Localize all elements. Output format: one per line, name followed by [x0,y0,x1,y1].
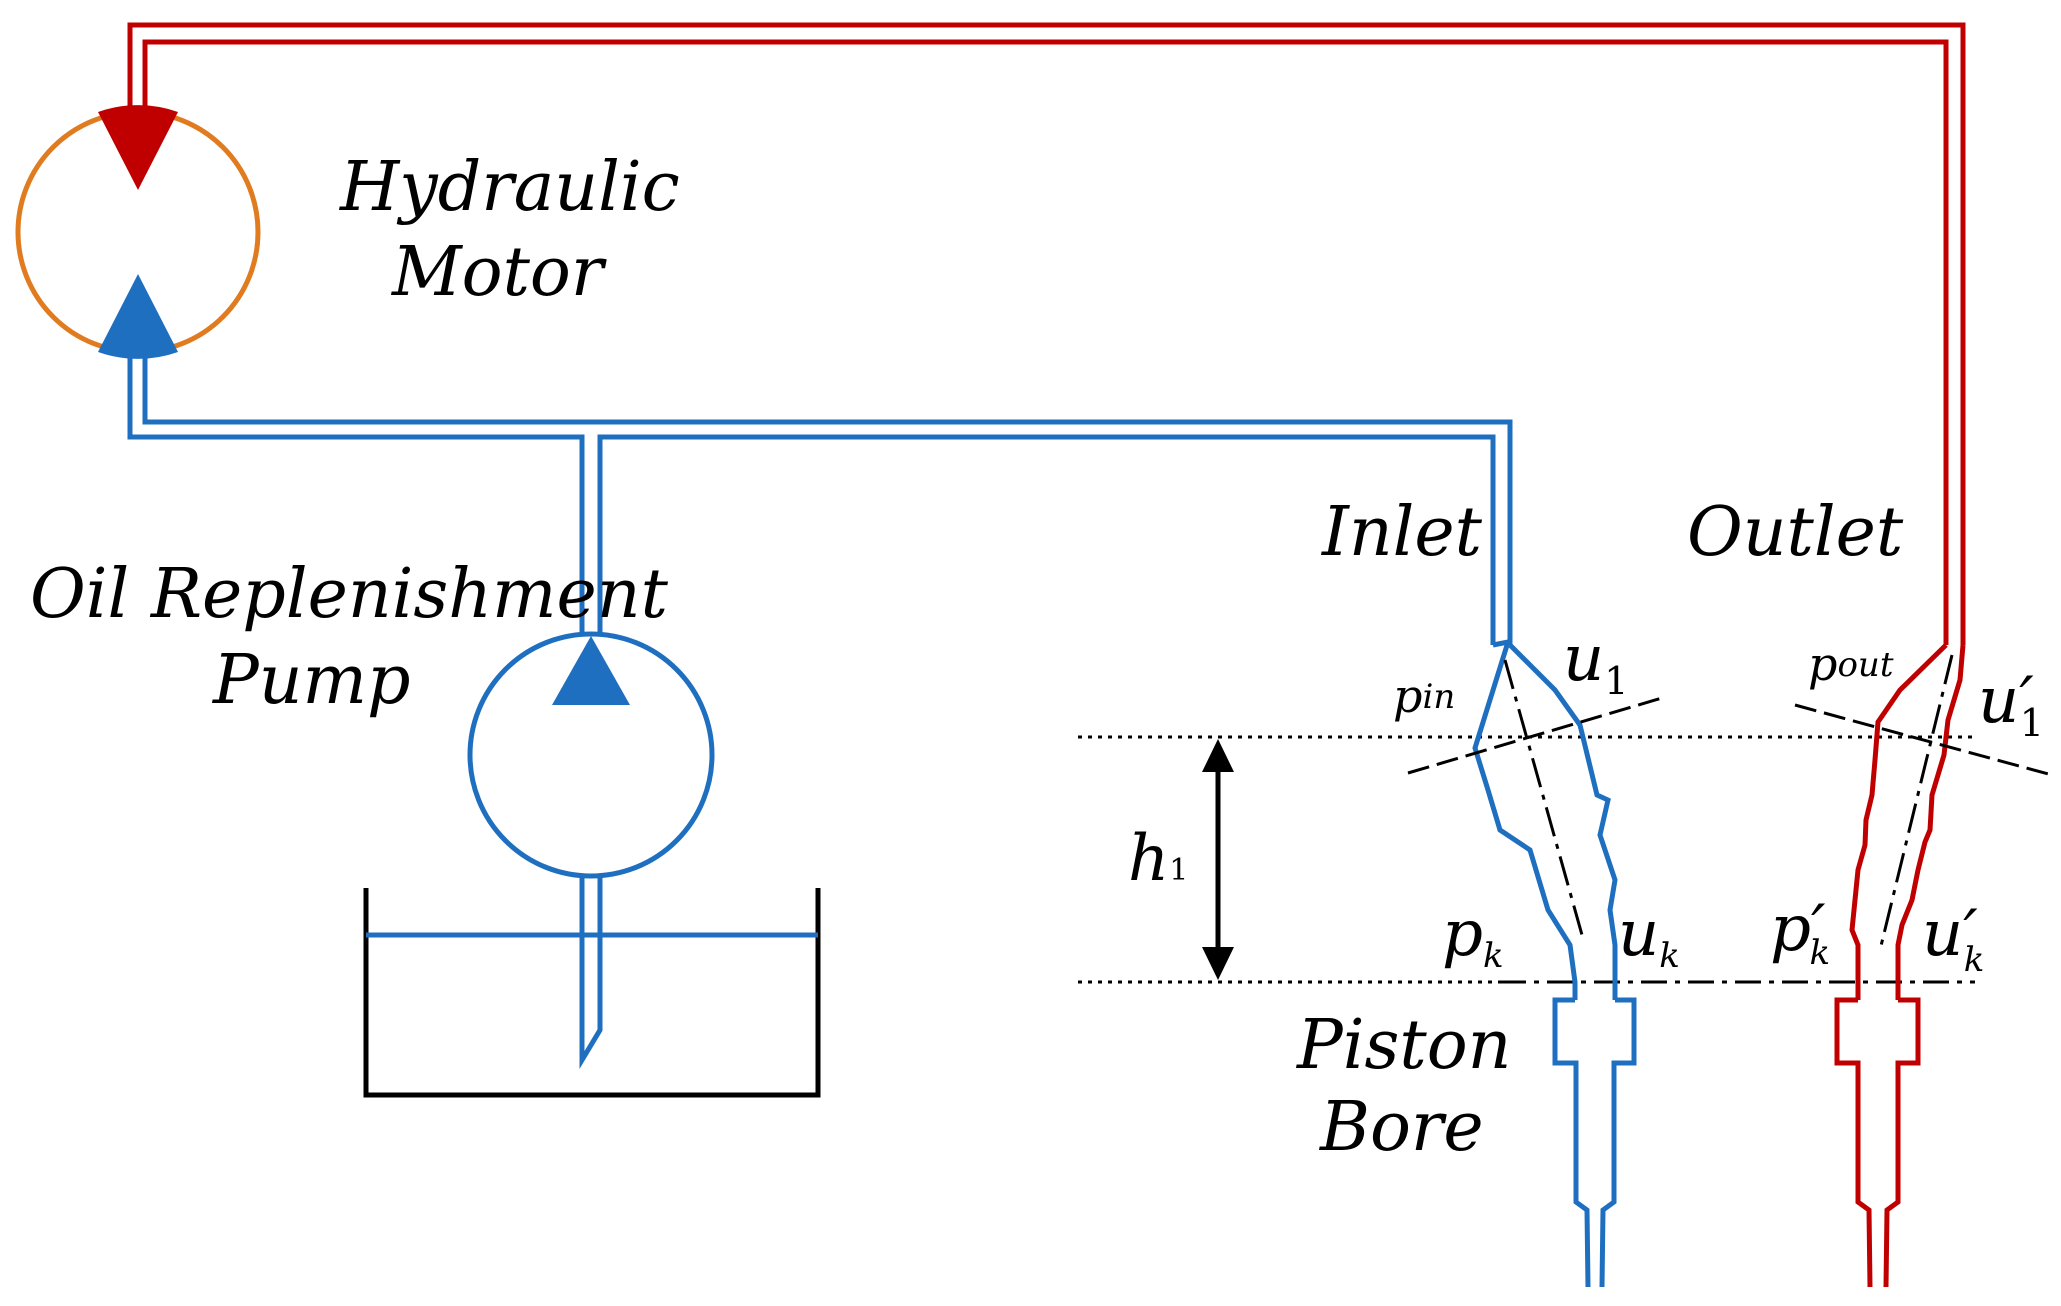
motor-inlet-arrow [98,105,178,190]
motor-label: Motor [390,233,607,312]
uk-symbol: uk [1618,897,1680,976]
piston-label: Piston [1295,1006,1511,1085]
hydraulic-motor [15,105,261,359]
oil-tank [363,888,821,1098]
low-pressure-line [127,350,1513,645]
motor-outlet-arrow [98,274,178,359]
high-pressure-line [127,22,1966,645]
u1-prime-symbol: u′1 [1978,664,2044,745]
height-dimension-arrow [1202,739,1234,980]
oil-replenishment-label: Oil Replenishment [30,555,669,634]
inlet-passage [1472,638,1637,1288]
inlet-label: Inlet [1320,493,1483,572]
p-in-symbol: pin [1393,669,1455,723]
p-out-symbol: pout [1808,637,1894,691]
replenishment-pump [467,631,715,1070]
outlet-label: Outlet [1687,493,1904,572]
uk-prime-symbol: u′k [1922,897,1984,980]
u1-symbol: u1 [1563,622,1628,703]
outlet-centerlines [1794,654,2053,951]
inlet-centerlines [1407,659,1663,936]
pump-label: Pump [211,641,411,720]
pump-arrow [552,636,630,705]
h1-symbol: h1 [1128,822,1188,896]
outlet-passage [1834,643,1966,1288]
hydraulic-label: Hydraulic [338,148,680,227]
reference-lines [1078,735,1975,984]
pk-symbol: pk [1442,897,1504,976]
bore-label: Bore [1318,1088,1484,1167]
pk-prime-symbol: p′k [1770,892,1830,973]
